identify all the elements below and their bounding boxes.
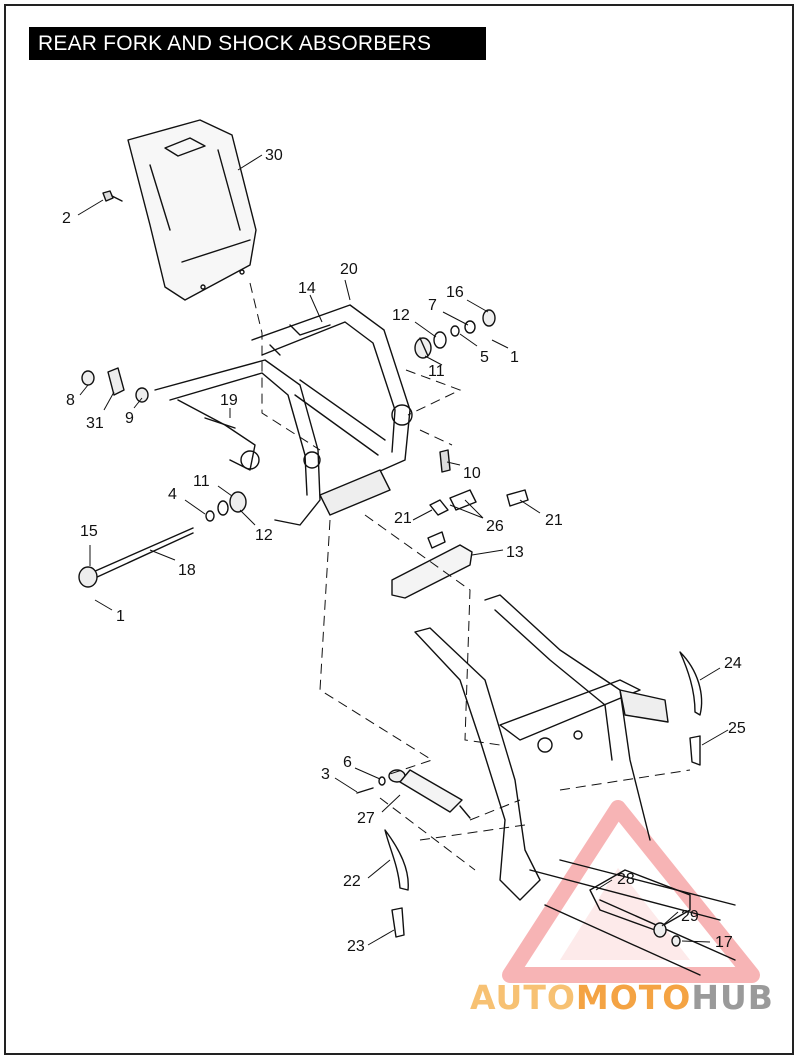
trim-part-24	[679, 651, 703, 716]
callout-31: 31	[86, 415, 104, 432]
callout-12: 12	[392, 307, 410, 324]
callout-17: 17	[715, 934, 733, 951]
callout-12-left: 12	[255, 527, 273, 544]
link-part-13	[391, 544, 473, 599]
callout-22: 22	[343, 873, 361, 890]
callout-20: 20	[340, 261, 358, 278]
trim-part-23	[391, 907, 405, 938]
callout-11: 11	[428, 363, 445, 380]
trim-part-22	[384, 829, 409, 891]
callout-1: 1	[510, 349, 519, 366]
frame-section	[414, 594, 736, 976]
callout-18: 18	[178, 562, 196, 579]
callout-2: 2	[62, 210, 71, 227]
callout-1-lower: 1	[116, 608, 125, 625]
watermark-moto: MOTO	[575, 978, 692, 1017]
callout-29: 29	[681, 908, 699, 925]
trim-part-25	[689, 735, 701, 766]
clip-part-10	[439, 449, 451, 473]
callout-24: 24	[724, 655, 742, 672]
watermark-text: AUTOMOTOHUB	[470, 978, 774, 1017]
callout-19: 19	[220, 392, 238, 409]
watermark-hub: HUB	[691, 978, 774, 1017]
callout-10: 10	[463, 465, 481, 482]
pivot-hardware-left	[205, 491, 247, 522]
stud-part-19	[204, 417, 236, 429]
callout-7: 7	[428, 297, 437, 314]
callout-28: 28	[617, 871, 635, 888]
callout-9: 9	[125, 410, 134, 427]
callout-30: 30	[265, 147, 283, 164]
callout-14: 14	[298, 280, 316, 297]
callout-4: 4	[168, 486, 177, 503]
callout-26: 26	[486, 518, 504, 535]
watermark-auto: AUTO	[470, 978, 576, 1017]
callout-5: 5	[480, 349, 489, 366]
bushings	[427, 489, 529, 549]
callout-3: 3	[321, 766, 330, 783]
callout-23: 23	[347, 938, 365, 955]
callout-labels: 30 2 20 14 16 7 12 5 1 11 8 31 9 19 10 1…	[62, 147, 746, 955]
callout-11-left: 11	[193, 473, 210, 490]
bolt-part-2	[102, 190, 123, 202]
callout-21-right: 21	[545, 512, 563, 529]
callout-21-upper: 21	[394, 510, 412, 527]
callout-6: 6	[343, 754, 352, 771]
callout-8: 8	[66, 392, 75, 409]
rear-fork	[154, 304, 413, 526]
page-title: REAR FORK AND SHOCK ABSORBERS	[29, 27, 486, 60]
fender-cover	[127, 119, 257, 301]
callout-27: 27	[357, 810, 375, 827]
callout-15: 15	[80, 523, 98, 540]
hardware-left	[81, 367, 149, 403]
pivot-hardware-right	[414, 309, 496, 359]
lower-hardware	[589, 869, 691, 947]
pivot-shaft	[78, 527, 194, 588]
callout-16: 16	[446, 284, 464, 301]
page-frame	[4, 4, 794, 1055]
callout-25: 25	[728, 720, 746, 737]
callout-13: 13	[506, 544, 524, 561]
